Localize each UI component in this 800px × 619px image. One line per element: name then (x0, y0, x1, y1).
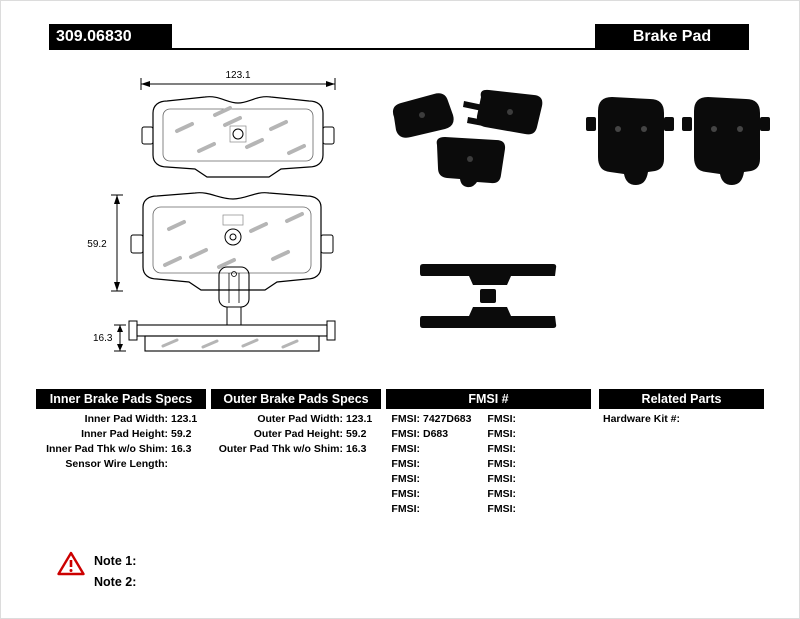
fmsi-value (420, 472, 423, 487)
fmsi-row: FMSI: (486, 502, 591, 517)
fmsi-header: FMSI # (386, 389, 591, 409)
fmsi-row: FMSI: (486, 457, 591, 472)
fmsi-label: FMSI: (391, 458, 420, 470)
spec-row: Inner Pad Width:123.1 (36, 412, 206, 427)
spec-label: Inner Pad Height: (81, 428, 168, 440)
spec-value: 16.3 (171, 443, 192, 455)
fmsi-value (516, 442, 519, 457)
fmsi-value (516, 457, 519, 472)
height-dimension-label: 59.2 (87, 239, 107, 250)
spec-row: Outer Pad Width:123.1 (211, 412, 381, 427)
spec-row: Outer Pad Thk w/o Shim:16.3 (211, 442, 381, 457)
fmsi-label: FMSI: (487, 443, 516, 455)
spec-label: Inner Pad Width: (84, 413, 168, 425)
fmsi-row: FMSI: (386, 487, 486, 502)
fmsi-row: FMSI: (386, 502, 486, 517)
fmsi-label: FMSI: (487, 413, 516, 425)
logo-watermarks (163, 212, 304, 269)
fmsi-value (420, 442, 423, 457)
fmsi-row: FMSI: (386, 472, 486, 487)
spec-row: Sensor Wire Length: (36, 457, 206, 472)
pad-pair-photo (586, 97, 770, 185)
pad-front-view-drawing: 123.1 (140, 70, 336, 178)
fmsi-row: FMSI: (486, 442, 591, 457)
pad-outline (142, 192, 322, 291)
related-label: Hardware Kit #: (603, 413, 681, 425)
fmsi-row: FMSI: (486, 472, 591, 487)
pad-outline (152, 96, 324, 178)
spec-value (168, 457, 171, 472)
spec-value: 59.2 (171, 428, 192, 440)
fmsi-label: FMSI: (391, 488, 420, 500)
fmsi-row: FMSI:7427D683 (386, 412, 486, 427)
note-2: Note 2: (94, 575, 137, 589)
spec-value: 16.3 (346, 443, 367, 455)
related-row: Hardware Kit #: (599, 412, 764, 427)
fmsi-label: FMSI: (487, 488, 516, 500)
spec-value: 123.1 (171, 413, 198, 425)
spec-label: Outer Pad Thk w/o Shim: (218, 443, 343, 455)
spec-row: Inner Pad Height:59.2 (36, 427, 206, 442)
related-parts-header: Related Parts (599, 389, 764, 409)
pad-side-pair-photo (420, 264, 557, 328)
part-number: 309.06830 (49, 24, 172, 49)
fmsi-column-1: FMSI:7427D683 FMSI:D683 FMSI: FMSI: FMSI… (386, 412, 486, 517)
logo-watermarks (161, 338, 299, 349)
thickness-dimension-label: 16.3 (93, 333, 113, 344)
spec-value: 123.1 (346, 413, 373, 425)
fmsi-value (420, 502, 423, 517)
spec-label: Sensor Wire Length: (65, 458, 168, 470)
fmsi-label: FMSI: (391, 473, 420, 485)
pad-side-view-drawing: 16.3 (93, 266, 336, 352)
pad-hardware-photo (392, 89, 543, 188)
related-value (680, 412, 683, 427)
inner-specs-table: Inner Brake Pads Specs Inner Pad Width:1… (36, 389, 206, 472)
logo-watermarks (175, 106, 306, 155)
spec-row: Outer Pad Height:59.2 (211, 427, 381, 442)
fmsi-value (516, 427, 519, 442)
note-1: Note 1: (94, 554, 137, 568)
fmsi-value (516, 412, 519, 427)
fmsi-row: FMSI: (486, 487, 591, 502)
width-dimension-label: 123.1 (225, 70, 250, 81)
spec-label: Inner Pad Thk w/o Shim: (46, 443, 168, 455)
header-rule (49, 48, 749, 50)
fmsi-value: 7427D683 (423, 413, 472, 425)
sensor-hole (224, 228, 242, 246)
fmsi-label: FMSI: (487, 473, 516, 485)
fmsi-column-2: FMSI: FMSI: FMSI: FMSI: FMSI: FMSI: FMSI… (486, 412, 591, 517)
fmsi-value (516, 487, 519, 502)
fmsi-row: FMSI: (486, 412, 591, 427)
inner-specs-header: Inner Brake Pads Specs (36, 389, 206, 409)
fmsi-row: FMSI:D683 (386, 427, 486, 442)
fmsi-label: FMSI: (391, 428, 420, 440)
fmsi-label: FMSI: (487, 428, 516, 440)
fmsi-label: FMSI: (391, 503, 420, 515)
fmsi-label: FMSI: (487, 458, 516, 470)
fmsi-value: D683 (423, 428, 449, 440)
fmsi-row: FMSI: (486, 427, 591, 442)
spec-label: Outer Pad Height: (253, 428, 343, 440)
spec-label: Outer Pad Width: (257, 413, 343, 425)
fmsi-row: FMSI: (386, 457, 486, 472)
fmsi-label: FMSI: (391, 413, 420, 425)
product-title: Brake Pad (595, 24, 749, 49)
fmsi-value (420, 487, 423, 502)
fmsi-row: FMSI: (386, 442, 486, 457)
outer-specs-table: Outer Brake Pads Specs Outer Pad Width:1… (211, 389, 381, 457)
fmsi-value (516, 472, 519, 487)
fmsi-label: FMSI: (487, 503, 516, 515)
spec-row: Inner Pad Thk w/o Shim:16.3 (36, 442, 206, 457)
fmsi-value (420, 457, 423, 472)
fmsi-value (516, 502, 519, 517)
profile-outline (128, 320, 336, 352)
related-parts-table: Related Parts Hardware Kit #: (599, 389, 764, 427)
wear-sensor-drawing (218, 266, 250, 326)
fmsi-table: FMSI # FMSI:7427D683 FMSI:D683 FMSI: FMS… (386, 389, 591, 517)
spec-value: 59.2 (346, 428, 367, 440)
warning-icon (57, 551, 85, 576)
outer-specs-header: Outer Brake Pads Specs (211, 389, 381, 409)
fmsi-label: FMSI: (391, 443, 420, 455)
